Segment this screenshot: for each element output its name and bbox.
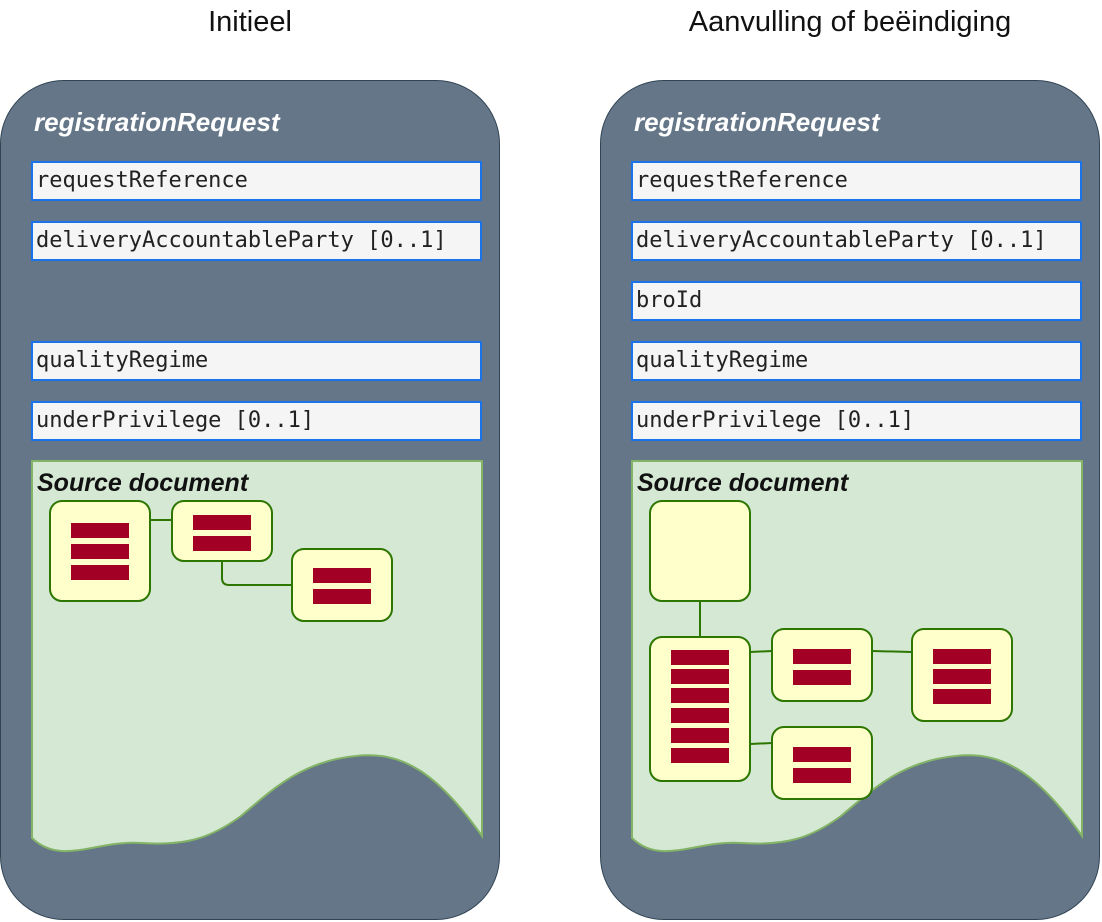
source-document-diagram <box>31 460 483 853</box>
entity-node <box>649 500 751 602</box>
connector <box>749 650 773 653</box>
attribute-bar <box>71 523 129 538</box>
field-request-reference: requestReference <box>31 161 482 201</box>
entity-node <box>771 726 873 800</box>
attribute-bar <box>671 728 729 743</box>
attribute-bar <box>193 536 251 551</box>
field-quality-regime: qualityRegime <box>631 341 1082 381</box>
attribute-bar <box>933 669 991 684</box>
field-quality-regime: qualityRegime <box>31 341 482 381</box>
attribute-bar <box>671 688 729 703</box>
attribute-bar <box>193 515 251 530</box>
attribute-bar <box>671 708 729 723</box>
field-under-privilege: underPrivilege [0..1] <box>31 401 482 441</box>
attribute-bar <box>671 669 729 684</box>
attribute-bar <box>671 650 729 665</box>
attribute-bar <box>793 747 851 762</box>
attribute-bar <box>793 768 851 783</box>
field-delivery-accountable-party: deliveryAccountableParty [0..1] <box>31 221 482 261</box>
attribute-bar <box>933 649 991 664</box>
panel-heading-aanvulling: Aanvulling of beëindiging <box>688 6 1012 38</box>
card-title: registrationRequest <box>34 107 280 137</box>
connector <box>221 562 292 586</box>
entity-node <box>291 548 393 622</box>
connector <box>871 650 913 653</box>
field-under-privilege: underPrivilege [0..1] <box>631 401 1082 441</box>
connector <box>749 742 773 745</box>
field-bro-id: broId <box>631 281 1082 321</box>
source-document-title: Source document <box>37 469 249 497</box>
field-delivery-accountable-party: deliveryAccountableParty [0..1] <box>631 221 1082 261</box>
registration-request-card-aanvulling: registrationRequest requestReference del… <box>600 80 1100 920</box>
source-document-diagram <box>631 460 1083 853</box>
registration-request-card-initieel: registrationRequest requestReference del… <box>0 80 500 920</box>
attribute-bar <box>671 748 729 763</box>
attribute-bar <box>71 565 129 580</box>
card-title: registrationRequest <box>634 107 880 137</box>
attribute-bar <box>313 589 371 604</box>
panel-heading-initieel: Initieel <box>208 6 292 38</box>
attribute-bar <box>793 649 851 664</box>
entity-node <box>171 500 273 562</box>
attribute-bar <box>71 544 129 559</box>
field-request-reference: requestReference <box>631 161 1082 201</box>
attribute-bar <box>313 568 371 583</box>
attribute-bar <box>793 670 851 685</box>
attribute-bar <box>933 689 991 704</box>
entity-node <box>771 628 873 702</box>
source-document-title: Source document <box>637 469 849 497</box>
